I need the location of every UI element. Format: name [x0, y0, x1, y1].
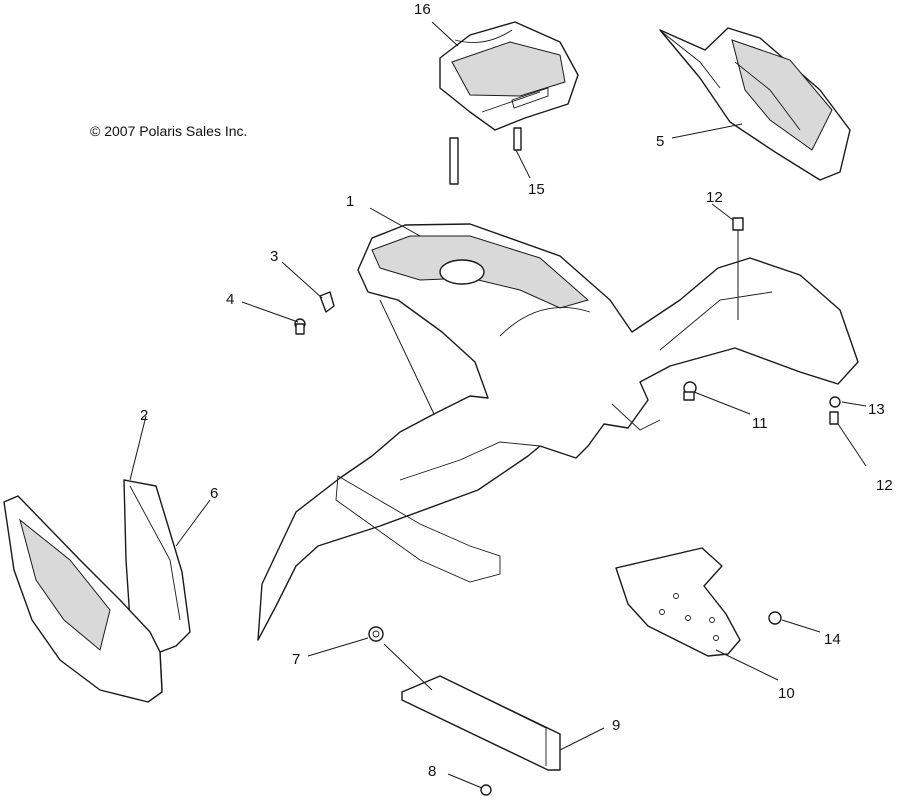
callout-12-upper: 12 [706, 189, 723, 206]
part-12-screw-upper [732, 217, 744, 231]
leader-lines [129, 21, 867, 789]
callout-2: 2 [140, 407, 148, 424]
part-8-screw [480, 784, 492, 796]
callout-14: 14 [824, 631, 841, 648]
callout-15: 15 [528, 181, 545, 198]
part-16-top-cover [439, 21, 579, 131]
part-13-washer [829, 396, 841, 408]
part-11-screw [683, 381, 697, 401]
part-7-push-nut [368, 626, 384, 642]
part-1-front-fender-body [257, 223, 859, 641]
callout-1: 1 [346, 193, 354, 210]
callout-12-lower: 12 [876, 477, 893, 494]
callout-5: 5 [656, 133, 664, 150]
callout-9: 9 [612, 717, 620, 734]
part-6-fender-flare [3, 495, 163, 703]
copyright-text: © 2007 Polaris Sales Inc. [90, 123, 247, 139]
callout-16: 16 [414, 1, 431, 18]
part-10-mounting-bracket [615, 547, 741, 657]
callout-8: 8 [428, 763, 436, 780]
part-12-screw-lower [829, 411, 839, 425]
part-9-heat-shield [401, 675, 561, 771]
part-15-clip [449, 127, 522, 185]
part-3-bracket [319, 291, 335, 313]
part-5-side-panel [659, 27, 851, 181]
callout-10: 10 [778, 685, 795, 702]
part-14-screw [768, 611, 782, 625]
callout-11: 11 [752, 415, 768, 432]
callout-6: 6 [210, 485, 218, 502]
callout-4: 4 [226, 291, 234, 308]
callout-13: 13 [868, 401, 885, 418]
callout-7: 7 [292, 651, 300, 668]
callout-3: 3 [270, 248, 278, 265]
